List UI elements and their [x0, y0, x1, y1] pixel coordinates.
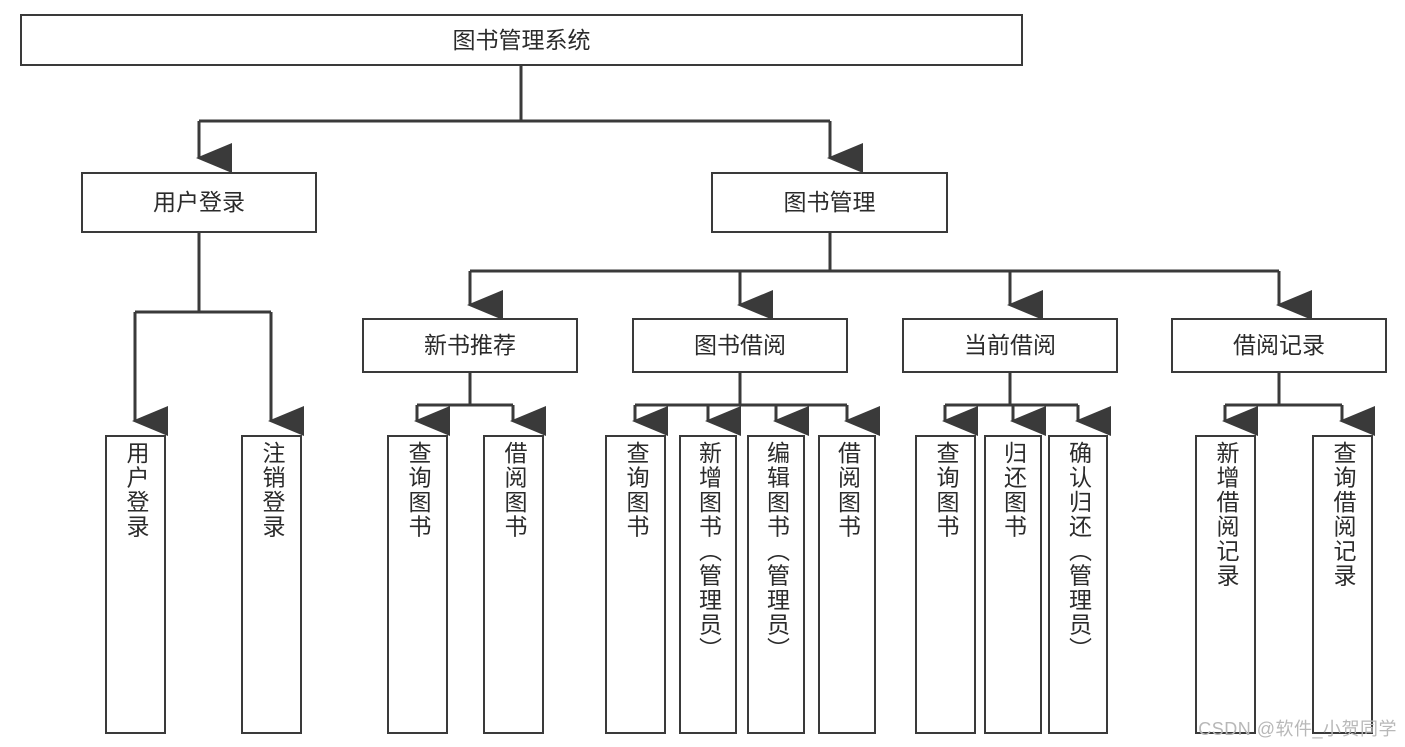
node-book-borrow-label: 图书借阅 — [694, 332, 786, 359]
leaf-add-record[interactable]: 新增借阅记录 — [1195, 435, 1256, 734]
leaf-edit-book[interactable]: 编辑图书（管理员） — [747, 435, 805, 734]
node-book-manage[interactable]: 图书管理 — [711, 172, 948, 233]
leaf-borrow-book-2[interactable]: 借阅图书 — [818, 435, 876, 734]
leaf-logout[interactable]: 注销登录 — [241, 435, 302, 734]
node-current-borrow[interactable]: 当前借阅 — [902, 318, 1118, 373]
leaf-query-book-3-label: 查询图书 — [933, 441, 959, 539]
node-new-book-recommend[interactable]: 新书推荐 — [362, 318, 578, 373]
node-borrow-record[interactable]: 借阅记录 — [1171, 318, 1387, 373]
leaf-query-record[interactable]: 查询借阅记录 — [1312, 435, 1373, 734]
leaf-borrow-book-1[interactable]: 借阅图书 — [483, 435, 544, 734]
node-root[interactable]: 图书管理系统 — [20, 14, 1023, 66]
node-book-borrow[interactable]: 图书借阅 — [632, 318, 848, 373]
node-new-book-recommend-label: 新书推荐 — [424, 332, 516, 359]
leaf-edit-book-label: 编辑图书（管理员） — [763, 441, 790, 662]
leaf-query-book-2-label: 查询图书 — [623, 441, 649, 539]
node-book-manage-label: 图书管理 — [783, 189, 876, 216]
leaf-user-login[interactable]: 用户登录 — [105, 435, 166, 734]
node-user-login[interactable]: 用户登录 — [81, 172, 317, 233]
node-root-label: 图书管理系统 — [452, 26, 591, 53]
leaf-return-book[interactable]: 归还图书 — [984, 435, 1042, 734]
leaf-query-record-label: 查询借阅记录 — [1330, 441, 1356, 588]
leaf-add-record-label: 新增借阅记录 — [1213, 441, 1239, 588]
node-borrow-record-label: 借阅记录 — [1233, 332, 1325, 359]
leaf-confirm-return[interactable]: 确认归还（管理员） — [1048, 435, 1108, 734]
leaf-add-book-label: 新增图书（管理员） — [695, 441, 722, 662]
leaf-query-book-3[interactable]: 查询图书 — [915, 435, 976, 734]
leaf-return-book-label: 归还图书 — [1000, 441, 1027, 539]
leaf-add-book[interactable]: 新增图书（管理员） — [679, 435, 737, 734]
leaf-borrow-book-1-label: 借阅图书 — [501, 441, 527, 539]
leaf-user-login-label: 用户登录 — [123, 441, 149, 539]
leaf-query-book-2[interactable]: 查询图书 — [605, 435, 666, 734]
leaf-query-book-1-label: 查询图书 — [405, 441, 431, 539]
node-user-login-label: 用户登录 — [153, 189, 245, 216]
node-current-borrow-label: 当前借阅 — [964, 332, 1056, 359]
leaf-borrow-book-2-label: 借阅图书 — [834, 441, 861, 539]
leaf-confirm-return-label: 确认归还（管理员） — [1065, 441, 1092, 662]
leaf-logout-label: 注销登录 — [259, 441, 285, 539]
leaf-query-book-1[interactable]: 查询图书 — [387, 435, 448, 734]
